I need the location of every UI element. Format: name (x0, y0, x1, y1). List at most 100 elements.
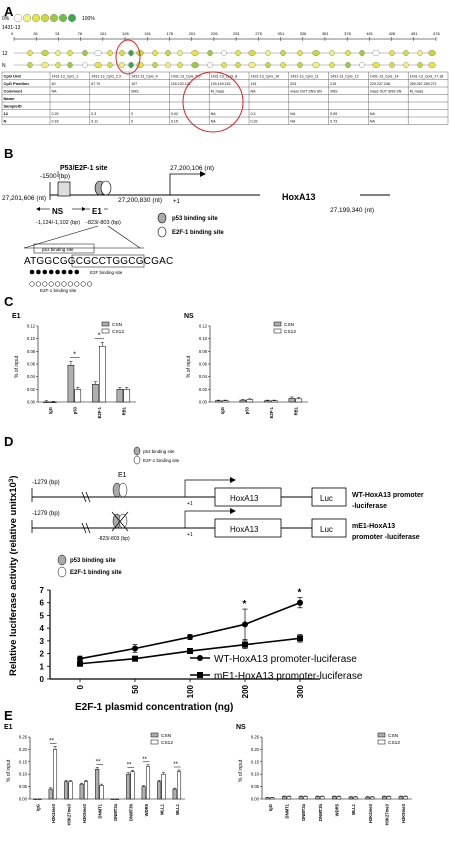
ns-range: -1,124/-1,102 (bp) (36, 220, 80, 226)
pos-right: 27,199,340 (nt) (330, 207, 374, 214)
d-wt-label-2: -luciferase (352, 503, 387, 510)
seq-dot-filled-6 (68, 269, 73, 275)
cpg-dot-r1-21 (312, 62, 320, 69)
e-ns-xlabel-7: H3K27me3 (385, 803, 390, 825)
cpg-dot-r1-26 (389, 62, 395, 69)
d-legend-marker-wt (197, 655, 203, 661)
e-ns-bar-1-8 (403, 796, 408, 800)
cpg-dot-r1-0 (27, 62, 33, 69)
d-point-0-4 (297, 599, 303, 606)
e-ns-bar-0-6 (365, 796, 370, 800)
cpg-dot-r0-29 (428, 50, 436, 57)
e-e1-legend-swatch-1 (150, 739, 159, 745)
ruler-label-18: 451 (411, 31, 418, 36)
table-cell-2-9: M_mass (410, 90, 424, 94)
d-point-1-0 (77, 660, 83, 667)
cpg-dot-r0-5 (94, 50, 102, 57)
cpg-dot-r1-7 (119, 62, 125, 69)
cpg-dot-r0-24 (359, 50, 365, 57)
legend-e2f-label: E2F-1 binding site (172, 230, 224, 236)
ruler-label-4: 101 (100, 31, 107, 36)
c-ns-bar-1-3 (295, 398, 303, 403)
table-cell-1-4: 139.149.152 (211, 82, 231, 86)
d-xtick-label-2: 100 (186, 684, 195, 698)
table-cell-5-5: 0.3 (251, 112, 256, 116)
d-ytick-label-2: 2 (40, 650, 45, 659)
e-e1-bar-1-3 (84, 781, 89, 800)
c-e1-ytick-label-6: 0.12 (27, 324, 36, 329)
ruler-label-1: 26 (33, 31, 38, 36)
c-e1-bar-1-1 (74, 389, 82, 403)
e-e1-bar-1-8 (161, 773, 166, 800)
d-plus-one-wt: +1 (187, 501, 193, 507)
e-e1-bar-0-8 (157, 781, 162, 800)
e-ns-bar-0-8 (398, 796, 404, 800)
e-e1-xlabel-0: IgG (35, 804, 40, 811)
table-header-1: CpG Position (4, 81, 30, 86)
c-e1-xlabel-0: IgG (48, 407, 53, 414)
cpg-dot-r0-17 (248, 50, 256, 57)
sequence-text: ATGGCGGCGCCTGGCGCGAC (24, 256, 173, 267)
seq-dot-filled-5 (61, 269, 67, 275)
ns-box (57, 181, 71, 197)
seq-p53-label: p53 binding site (42, 247, 74, 252)
e-e1-legend-label-1: CS12 (161, 740, 173, 746)
d-legend2-e2f-marker (57, 566, 67, 578)
sequence-dot-markers (29, 269, 93, 287)
ruler-label-7: 176 (166, 31, 173, 36)
e-ns-bar-1-5 (353, 796, 358, 800)
seq-dot-open-8 (80, 281, 86, 287)
cpg-dot-r0-8 (128, 50, 134, 57)
e-e1-bar-1-1 (53, 749, 58, 800)
c-ns-bar-0-0 (215, 400, 222, 403)
table-cell-2-6: mass OUT SNS SN (290, 90, 322, 94)
e-e1-legend-label-0: CSN (161, 733, 172, 739)
table-cell-6-0: 0.18 (52, 120, 59, 124)
e-ns-bar-1-3 (320, 796, 325, 800)
e2f1-site-marker (100, 180, 112, 196)
cpg-dot-r0-3 (67, 50, 73, 57)
highlight-circle-a2 (182, 71, 244, 133)
table-cell-2-0: NA (52, 90, 58, 94)
d-legend-p53-label: p53 binding site (143, 449, 175, 454)
seq-dot-filled-3 (48, 269, 54, 275)
table-header-6: N (4, 119, 7, 124)
c-e1-bar-1-2 (99, 346, 106, 403)
cpg-dot-r1-16 (235, 62, 241, 69)
cpg-dot-r0-7 (119, 50, 125, 57)
ruler-label-2: 51 (55, 31, 60, 36)
e-ns-bar-1-1 (286, 796, 292, 800)
d-start-bp-me: -1279 (bp) (32, 511, 60, 517)
e-ns-title: NS (236, 724, 246, 731)
table-cell-6-3: 0.15 (171, 120, 178, 124)
ruler-label-6: 151 (144, 31, 151, 36)
c-ns-title: NS (184, 313, 194, 320)
table-cell-0-7: 1431-13_CpG_12 (330, 75, 359, 79)
e-e1-bar-0-2 (64, 781, 69, 800)
c-e1-xlabel-1: p53 (72, 406, 77, 414)
e-ns-legend-swatch-0 (377, 732, 386, 738)
e-e1-bar-1-0 (37, 798, 42, 800)
d-start-bp-wt: -1279 (bp) (32, 480, 60, 486)
legend-e2f-marker (157, 226, 167, 238)
cpg-dot-r1-11 (165, 62, 171, 69)
table-cell-2-4: M_mass (211, 90, 225, 94)
cpg-dot-r1-28 (417, 62, 423, 69)
c-ns-xlabel-2: E2F-1 (269, 406, 274, 418)
e-e1-bar-1-2 (68, 781, 73, 800)
d-ytick-label-6: 6 (40, 599, 45, 608)
d-sig-1: * (298, 588, 302, 599)
e-ns-xlabel-5: MLL1 (351, 803, 356, 815)
d-point-1-4 (297, 635, 303, 642)
d-mut-range: -823/-803 (bp) (98, 536, 130, 542)
c-ns-legend-swatch-0 (273, 321, 282, 327)
cpg-dot-r0-15 (221, 50, 227, 57)
row-label-12: 12 (2, 51, 8, 57)
methylation-color-legend (13, 13, 76, 22)
e-ns-ytick-label-5: 0.25 (251, 735, 260, 740)
panel-d: p53 binding site E2F-1 binding site E1 -… (8, 446, 424, 713)
cpg-dot-r1-2 (55, 62, 61, 69)
c-ns-bar-1-1 (246, 399, 254, 403)
c-e1-ytick-label-4: 0.08 (27, 349, 36, 354)
table-header-4: SampleID (4, 104, 22, 109)
